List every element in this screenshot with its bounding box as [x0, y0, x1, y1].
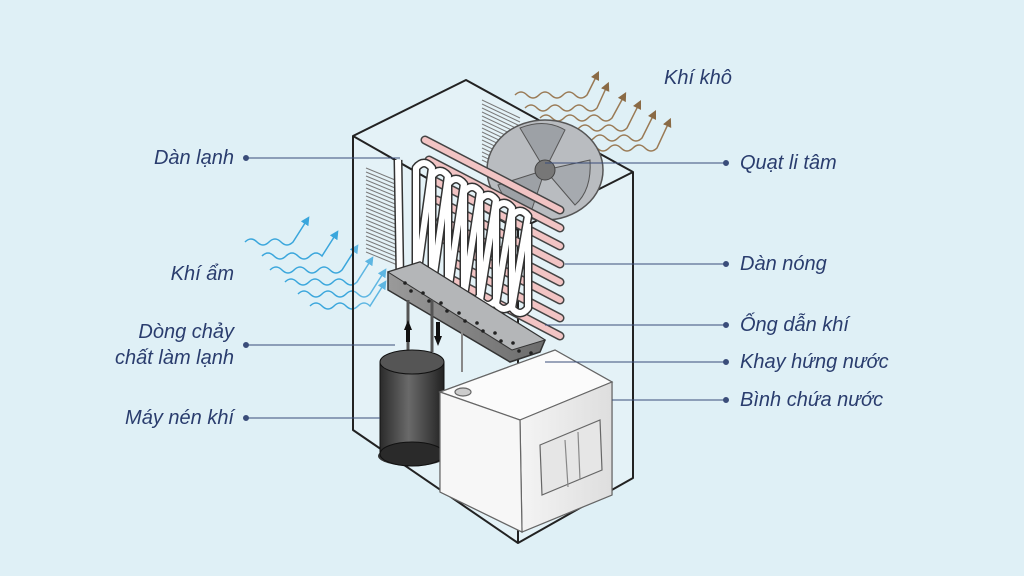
label-air-duct: Ống dẫn khí [740, 314, 849, 336]
label-drip-tray: Khay hứng nước [740, 351, 889, 373]
label-refrigerant-flow-1: Dòng chảy [138, 321, 234, 343]
label-compressor: Máy nén khí [125, 407, 234, 429]
label-dry-air: Khí khô [664, 67, 732, 89]
compressor [378, 349, 446, 467]
label-humid-air: Khí ẩm [170, 263, 234, 285]
centrifugal-fan [486, 119, 604, 221]
refrigerant-flow-arrows [404, 320, 442, 346]
label-water-tank: Bình chứa nước [740, 389, 884, 411]
water-tank [438, 349, 614, 533]
leader-lines [243, 155, 729, 421]
label-evaporator: Dàn lạnh [153, 147, 234, 169]
label-condenser: Dàn nóng [740, 253, 827, 275]
humid-air-waves [244, 216, 387, 310]
label-centrifugal-fan: Quạt li tâm [740, 152, 837, 174]
label-refrigerant-flow-2: chất làm lạnh [115, 347, 234, 369]
drip-tray [386, 261, 547, 363]
